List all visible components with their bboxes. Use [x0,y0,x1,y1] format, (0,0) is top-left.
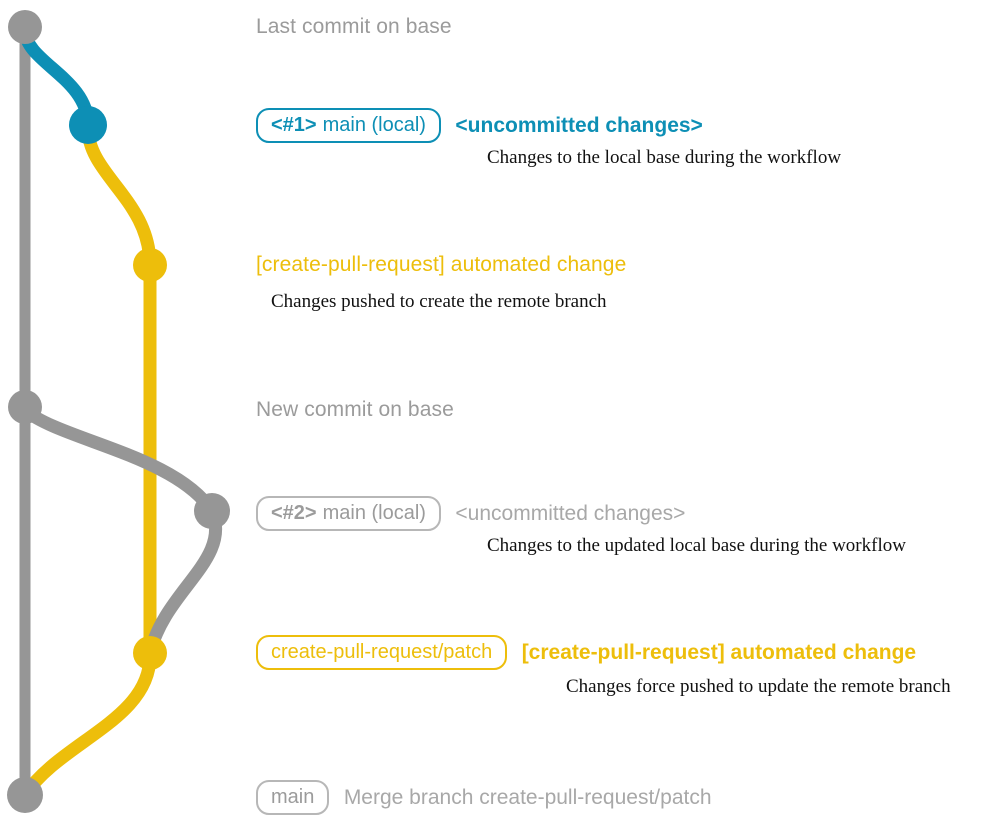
row-automated-change-2: create-pull-request/patch [create-pull-r… [256,635,916,670]
ref-pill-main-local-2[interactable]: <#2>main (local) [256,496,441,531]
ref-pill-main[interactable]: main [256,780,330,815]
commit-subject-4: Merge branch create-pull-request/patch [343,786,712,809]
ref-name-1: main (local) [322,114,426,136]
patch-branch-line [81,121,157,660]
commit-node-base-merge[interactable] [7,777,43,813]
row-automated-change-1: [create-pull-request] automated change [256,254,626,276]
commit-note-4: Changes force pushed to update the remot… [566,676,951,697]
ref-name-3: create-pull-request/patch [271,641,493,663]
row-merge-commit: main Merge branch create-pull-request/pa… [256,780,712,815]
row-local-change-2: <#2>main (local) <uncommitted changes> [256,496,685,531]
ref-pill-create-pull-request-patch[interactable]: create-pull-request/patch [256,635,508,670]
ref-pill-main-local-1[interactable]: <#1>main (local) [256,108,441,143]
ref-name-2: main (local) [322,502,426,524]
headline-new-commit-on-base: New commit on base [256,398,454,421]
commit-node-base-top[interactable] [8,10,42,44]
commit-subject-1: <uncommitted changes> [455,114,703,137]
commit-note-2: Changes pushed to create the remote bran… [271,291,607,312]
commit-note-1: Changes to the local base during the wor… [487,147,842,168]
commit-node-patch-1[interactable] [133,248,167,282]
ref-name-4: main [271,786,315,808]
commit-node-patch-2[interactable] [133,636,167,670]
row-new-commit-on-base: New commit on base [256,399,454,421]
headline-last-commit-on-base: Last commit on base [256,15,452,38]
commit-node-base-new[interactable] [8,390,42,424]
ref-hash-1: <#1> [271,114,317,136]
commit-node-local-2[interactable] [194,493,230,529]
ref-hash-2: <#2> [271,502,317,524]
row-local-change-1: <#1>main (local) <uncommitted changes> [256,108,703,143]
merge-line [18,649,157,802]
row-last-commit-on-base: Last commit on base [256,16,452,38]
commit-subject-3: [create-pull-request] automated change [521,641,917,664]
commit-node-local-1[interactable] [69,106,107,144]
headline-automated-change-1: [create-pull-request] automated change [256,253,627,276]
local-branch-line-2 [18,403,223,660]
commit-subject-2: <uncommitted changes> [455,502,686,525]
commit-note-3: Changes to the updated local base during… [487,535,906,556]
